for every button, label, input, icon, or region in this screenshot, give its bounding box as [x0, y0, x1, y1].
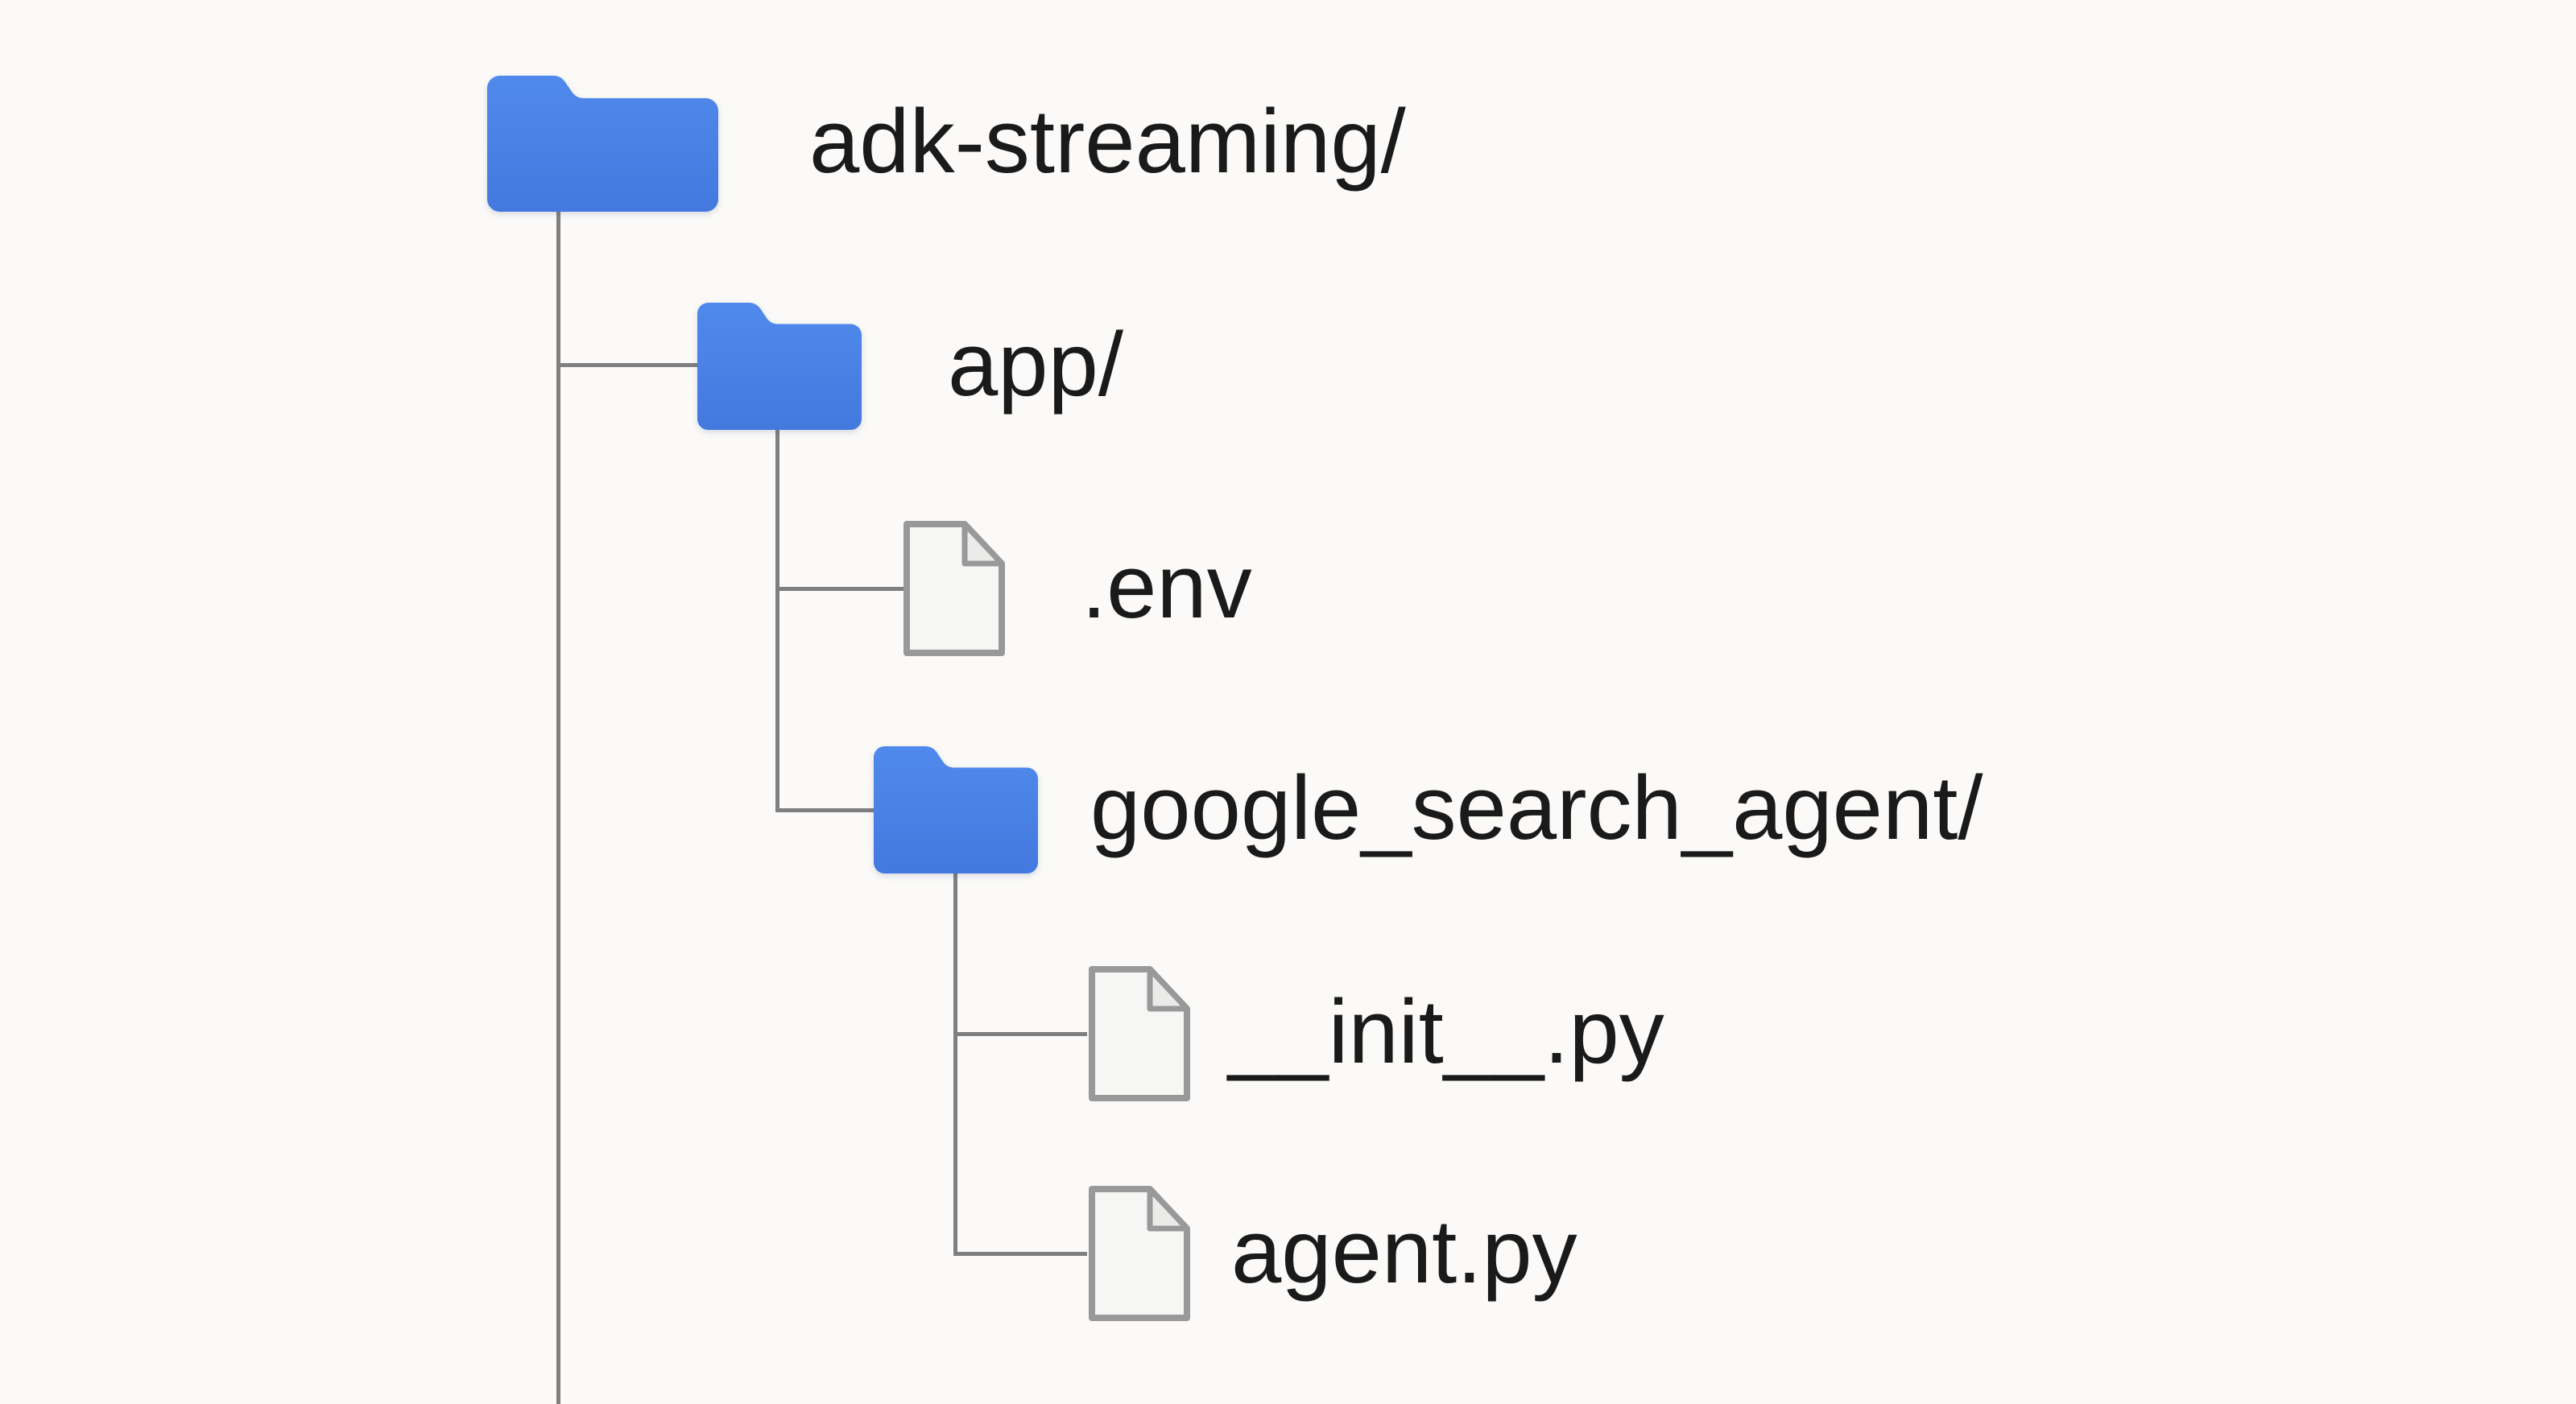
tree-node-label: adk-streaming/	[809, 90, 1406, 192]
file-icon	[903, 521, 1005, 656]
tree-node-label: agent.py	[1231, 1200, 1577, 1302]
tree-node-agent-py	[1087, 1184, 1192, 1323]
connector-branch-env	[775, 587, 903, 591]
tree-node-label: app/	[948, 313, 1123, 415]
tree-node-google-search-agent	[874, 746, 1038, 873]
connector-trunk-root	[556, 212, 560, 1404]
tree-node-label: __init__.py	[1228, 981, 1664, 1082]
connector-branch-google-search-agent	[775, 808, 874, 812]
folder-icon	[874, 746, 1038, 873]
folder-icon	[697, 303, 862, 430]
tree-node-adk-streaming	[487, 76, 718, 212]
file-icon	[1089, 966, 1190, 1101]
connector-branch-agent-py	[953, 1252, 1087, 1256]
folder-icon	[487, 76, 718, 212]
connector-branch-init-py	[953, 1032, 1087, 1036]
tree-node-app	[697, 303, 862, 430]
connector-trunk-google-search-agent	[953, 873, 957, 1256]
file-icon	[1089, 1186, 1190, 1321]
connector-branch-app	[556, 363, 697, 367]
connector-trunk-app	[775, 430, 779, 812]
tree-node-label: google_search_agent/	[1090, 757, 1983, 858]
tree-node-label: .env	[1081, 535, 1252, 637]
tree-node-env	[902, 519, 1007, 658]
tree-node-init-py	[1087, 964, 1192, 1103]
